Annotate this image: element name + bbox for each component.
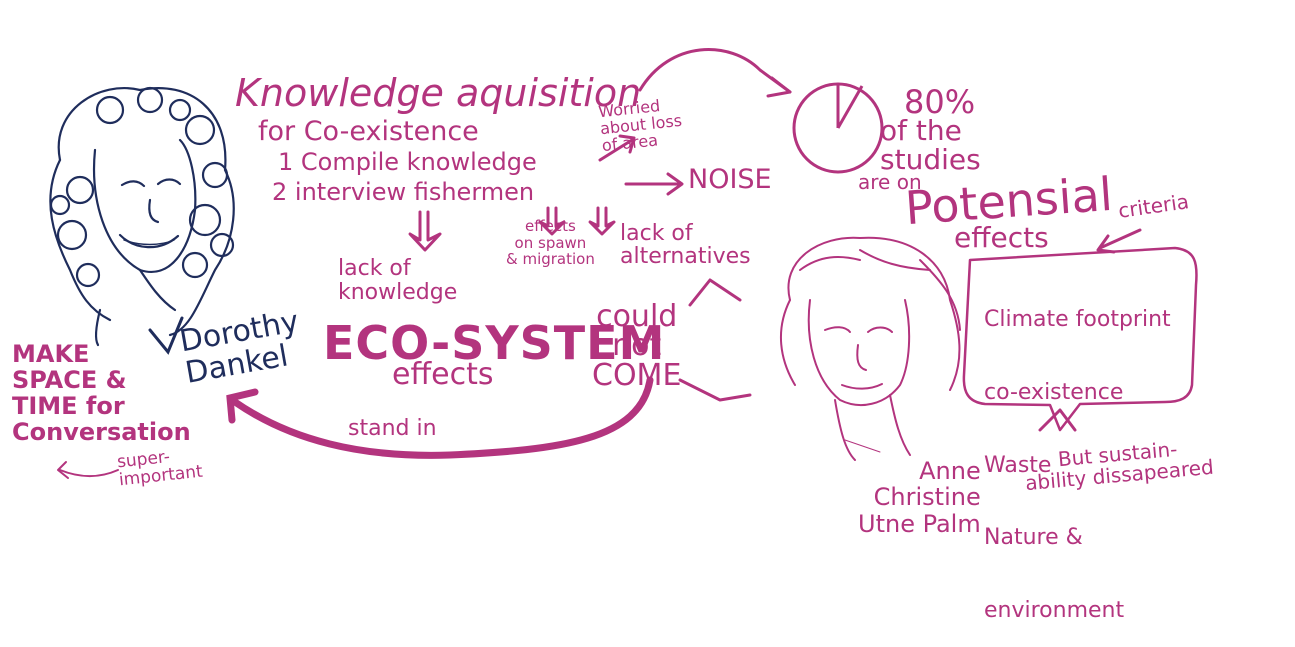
dorothy-portrait (49, 86, 235, 347)
check-mark-icon (148, 316, 184, 355)
arrow-to-pie (638, 48, 792, 94)
note-worried: Worried about loss of area (597, 95, 683, 155)
connector-lines (57, 48, 1142, 479)
note-noise: NOISE (688, 164, 772, 195)
could-not-come: could not COME (592, 299, 682, 393)
eco-system-heading: ECO-SYSTEM (323, 316, 666, 370)
zigzag-right (688, 278, 742, 307)
criteria-bubble (962, 246, 1198, 432)
note-effects-on-spawn: effects on spawn & migration (506, 217, 595, 268)
stand-in-label: stand in (348, 416, 437, 441)
stat-are-on: are on (858, 170, 922, 194)
anne-portrait (779, 236, 961, 461)
arrow-up-sustain (1038, 408, 1077, 432)
step-compile: 1 Compile knowledge (278, 148, 537, 176)
zigzag-bottom (678, 378, 752, 402)
stat-percent: 80% (904, 83, 976, 121)
arrow-super (59, 469, 119, 477)
step-interview: 2 interview fishermen (272, 178, 535, 206)
person-name-anne: Anne Christine Utne Palm (858, 457, 981, 538)
stat-effects: effects (954, 221, 1049, 254)
title-line2: for Co-existence (258, 116, 479, 147)
stand-in-arrow (226, 376, 654, 459)
arrow-down-effects (538, 206, 566, 236)
arrow-down-lack-knowledge (408, 210, 442, 252)
sketchnote-canvas (49, 48, 1198, 479)
title-line1: Knowledge aquisition (235, 71, 642, 115)
arrow-to-worried (598, 138, 634, 162)
make-space-note: MAKE SPACE & TIME for Conversation (12, 340, 191, 446)
arrow-down-alternatives (588, 206, 616, 236)
stat-of-the-studies: of the studies (880, 114, 981, 177)
note-lack-of-knowledge: lack of knowledge (338, 256, 458, 306)
criteria-item: Nature & (984, 525, 1083, 551)
criteria-item: environment (984, 597, 1125, 623)
criteria-item: co-existence (984, 379, 1124, 405)
criteria-item: Climate footprint (984, 307, 1171, 333)
arrow-criteria (1098, 228, 1142, 250)
pie-chart-icon (792, 82, 884, 174)
criteria-item: Waste (984, 452, 1052, 478)
eco-effects: effects (392, 357, 494, 392)
note-lack-of-alternatives: lack of alternatives (620, 221, 751, 270)
